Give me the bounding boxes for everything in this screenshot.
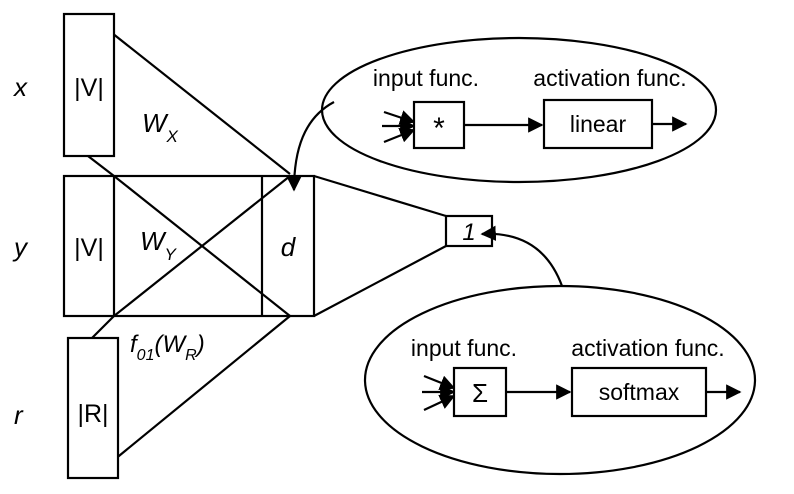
y-block-label: |V|	[74, 234, 104, 262]
top-unit-ellipse	[320, 36, 718, 184]
bottom-unit-arrow-to-node	[480, 225, 564, 287]
bottom-unit-ellipse	[363, 284, 757, 476]
top-input-box	[412, 100, 466, 150]
bottom-activation-label: activation func.	[571, 335, 724, 361]
weight-wx: WX	[142, 108, 179, 146]
label-y: y	[12, 232, 29, 262]
label-r: r	[14, 400, 24, 430]
top-activation-box	[542, 98, 654, 150]
top-activation-name: linear	[570, 111, 627, 137]
d-block-label: d	[281, 232, 297, 262]
top-input-symbol: *	[433, 112, 445, 145]
bottom-input-label: input func.	[411, 335, 517, 361]
weight-wr: f01(WR)	[130, 331, 205, 364]
r-block-label: |R|	[77, 400, 108, 428]
weight-wy: WY	[140, 226, 178, 264]
x-block	[62, 12, 116, 158]
connection-lines	[87, 13, 447, 479]
top-unit-arrow-to-d	[286, 101, 335, 192]
bottom-activation-box	[570, 366, 708, 418]
top-activation-label: activation func.	[533, 65, 686, 91]
r-block	[66, 336, 120, 480]
y-block	[62, 174, 316, 318]
top-input-label: input func.	[373, 65, 479, 91]
bottom-activation-name: softmax	[599, 379, 680, 405]
bottom-input-symbol: Σ	[472, 378, 488, 408]
label-x: x	[12, 72, 28, 102]
output-node	[444, 214, 494, 248]
x-block-label: |V|	[74, 74, 104, 102]
output-node-label: 1	[462, 219, 475, 246]
